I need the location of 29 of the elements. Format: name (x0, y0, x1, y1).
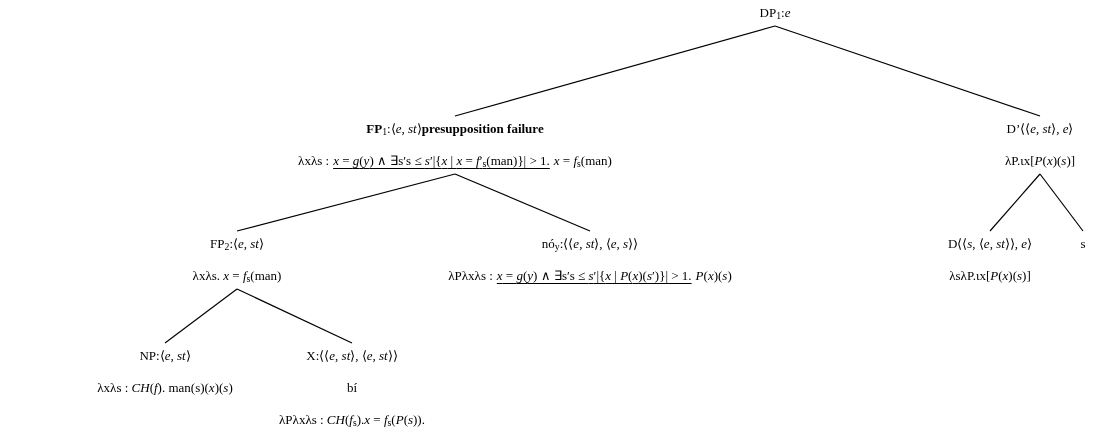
node-label: FP$_{1}$:⟨e, st⟩presupposition failure (366, 120, 544, 138)
tree-branch (454, 173, 591, 232)
node-label: s (1080, 235, 1086, 253)
node-label: D⟨⟨s, ⟨e, st⟩⟩, e⟩ (947, 235, 1033, 253)
node-label: FP$_{2}$:⟨e, st⟩ (210, 235, 264, 253)
formula: λxλs. x = f$_{s}$(man) (192, 267, 282, 285)
formula: x = f$_{s}$(man) (553, 152, 612, 170)
tree-branch (236, 173, 456, 232)
formula: x = g(y) ∧ ∃s′s ≤ s′|{x | P(x)(s′)}| > 1. (496, 267, 692, 285)
tree-branch (989, 173, 1041, 232)
node-label: NP:⟨e, st⟩ (139, 347, 191, 365)
formula: λxλs : (298, 152, 330, 170)
tree-branch (1039, 173, 1084, 232)
tree-branch (454, 25, 776, 117)
formula: λP.ιx[P(x)(s)] (1004, 152, 1076, 170)
tree-branch (236, 288, 353, 344)
node-label: D’⟨⟨e, st⟩, e⟩ (1006, 120, 1074, 138)
tree-branch (164, 288, 238, 344)
node-label: nó$_{y}$:⟨⟨e, st⟩, ⟨e, s⟩⟩ (541, 235, 639, 253)
formula: λPλxλs : (448, 267, 493, 285)
tree-branch (774, 25, 1041, 117)
formula: λsλP.ιx[P(x)(s)] (949, 267, 1031, 285)
formula: bí (346, 379, 358, 397)
formula: x = g(y) ∧ ∃s′s ≤ s′|{x | x = f′$_{s}$(man)}| > 1. (333, 152, 550, 170)
formula: P(x)(s) (695, 267, 732, 285)
node-label: DP$_{1}$:e (759, 4, 791, 22)
formula: λxλs : CH(f). man(s)(x)(s) (97, 379, 233, 397)
node-label: X:⟨⟨e, st⟩, ⟨e, st⟩⟩ (306, 347, 398, 365)
formula: λPλxλs : CH(f$_{s}$).x = f$_{s}$(P(s)). (279, 411, 425, 429)
